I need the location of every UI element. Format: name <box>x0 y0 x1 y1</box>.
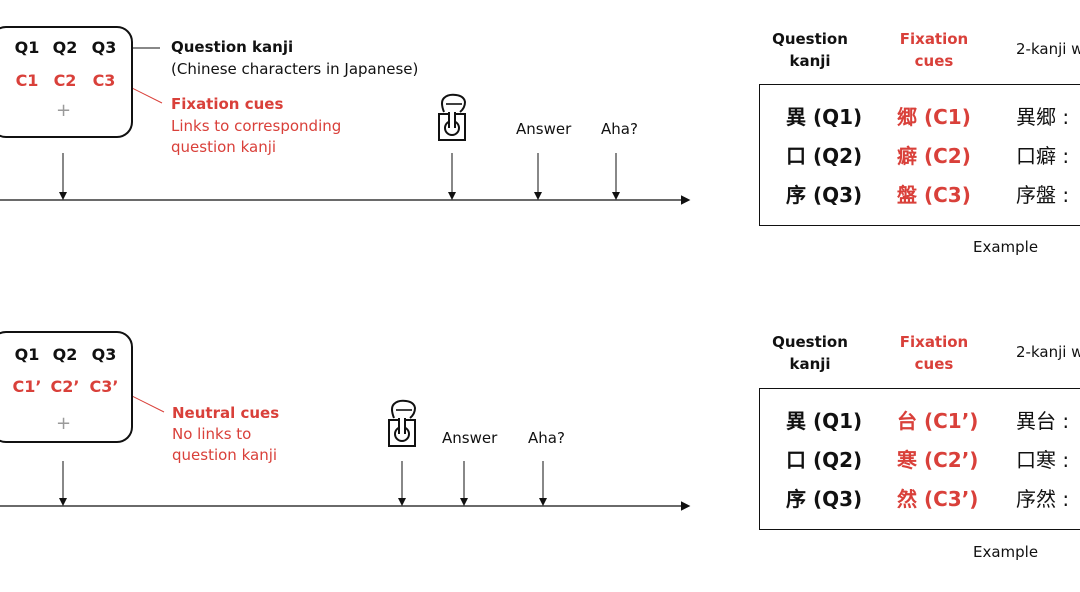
table-header-cues: Fixation cues <box>884 331 984 375</box>
table-header-cues-line2: cues <box>914 52 954 70</box>
table-row: 序 (Q3) 然 (C3’) 序然 : <box>760 483 1080 521</box>
table-cell-word: 異台 : <box>1016 409 1070 433</box>
hand-press-button-icon <box>388 399 417 447</box>
fixation-cross: + <box>56 100 72 121</box>
table-header-question-line2: kanji <box>789 355 831 373</box>
table-row: 序 (Q3) 盤 (C3) 序盤 : <box>760 179 1080 217</box>
table-header-question: Question kanji <box>760 28 860 72</box>
question-kanji-title: Question kanji <box>171 38 294 56</box>
table-caption: Example <box>973 543 1039 561</box>
table-cell-question: 口 (Q2) <box>786 448 863 472</box>
cue-label-c3-neutral: C3’ <box>89 377 119 396</box>
example-table: 異 (Q1) 郷 (C1) 異郷 : 口 (Q2) 癖 (C2) 口癖 : 序 … <box>759 84 1080 226</box>
cue-description-line1: No links to <box>172 425 252 443</box>
fixation-cross: + <box>56 413 72 434</box>
table-cell-word: 口癖 : <box>1016 144 1070 168</box>
question-label-q3: Q3 <box>91 345 117 364</box>
question-kanji-subtitle: (Chinese characters in Japanese) <box>171 60 419 78</box>
trial-panel-fixation-cues: Q1 Q2 Q3 C1 C2 C3 + Question kanji (Chin… <box>0 0 1080 289</box>
table-row: 異 (Q1) 郷 (C1) 異郷 : <box>760 101 1080 139</box>
table-cell-question: 異 (Q1) <box>786 409 863 433</box>
trial-panel-neutral-cues: Q1 Q2 Q3 C1’ C2’ C3’ + Neutral cues No l… <box>0 303 1080 592</box>
table-header-words: 2-kanji w <box>1016 343 1080 361</box>
event-label-answer: Answer <box>516 120 572 138</box>
question-label-q2: Q2 <box>52 38 78 57</box>
cue-title: Fixation cues <box>171 95 284 113</box>
table-caption: Example <box>973 238 1039 256</box>
table-row: 異 (Q1) 台 (C1’) 異台 : <box>760 405 1080 443</box>
question-label-q1: Q1 <box>14 38 40 57</box>
cue-label-c1: C1 <box>15 71 39 90</box>
table-header-question-line1: Question <box>772 30 848 48</box>
event-label-aha: Aha? <box>528 429 565 447</box>
cue-title: Neutral cues <box>172 404 280 422</box>
table-header-cues-line2: cues <box>914 355 954 373</box>
table-cell-word: 異郷 : <box>1016 105 1070 129</box>
cue-description-line2: question kanji <box>172 446 278 464</box>
table-cell-word: 口寒 : <box>1016 448 1070 472</box>
table-header-cues-line1: Fixation <box>899 30 969 48</box>
table-header-question: Question kanji <box>760 331 860 375</box>
table-row: 口 (Q2) 癖 (C2) 口癖 : <box>760 140 1080 178</box>
event-label-answer: Answer <box>442 429 498 447</box>
stimulus-screen <box>0 26 133 138</box>
cue-label-c1-neutral: C1’ <box>12 377 42 396</box>
table-header-question-line1: Question <box>772 333 848 351</box>
table-cell-cue: 寒 (C2’) <box>897 448 979 472</box>
table-header-words: 2-kanji w <box>1016 40 1080 58</box>
table-row: 口 (Q2) 寒 (C2’) 口寒 : <box>760 444 1080 482</box>
stimulus-screen <box>0 331 133 443</box>
table-cell-question: 序 (Q3) <box>786 183 863 207</box>
cue-description-line1: Links to corresponding <box>171 117 342 135</box>
event-label-aha: Aha? <box>601 120 638 138</box>
question-label-q2: Q2 <box>52 345 78 364</box>
table-cell-cue: 台 (C1’) <box>897 409 979 433</box>
table-cell-question: 口 (Q2) <box>786 144 863 168</box>
table-cell-cue: 然 (C3’) <box>897 487 979 511</box>
table-cell-cue: 癖 (C2) <box>897 144 971 168</box>
table-cell-question: 序 (Q3) <box>786 487 863 511</box>
question-label-q1: Q1 <box>14 345 40 364</box>
cue-label-c2-neutral: C2’ <box>50 377 80 396</box>
table-cell-word: 序盤 : <box>1016 183 1070 207</box>
cue-description-line2: question kanji <box>171 138 277 156</box>
table-header-cues: Fixation cues <box>884 28 984 72</box>
table-cell-word: 序然 : <box>1016 487 1070 511</box>
example-table: 異 (Q1) 台 (C1’) 異台 : 口 (Q2) 寒 (C2’) 口寒 : … <box>759 388 1080 530</box>
table-cell-cue: 郷 (C1) <box>897 105 971 129</box>
cue-label-c2: C2 <box>53 71 77 90</box>
table-cell-cue: 盤 (C3) <box>897 183 971 207</box>
hand-press-button-icon <box>438 93 467 141</box>
table-header-question-line2: kanji <box>789 52 831 70</box>
question-label-q3: Q3 <box>91 38 117 57</box>
cue-label-c3: C3 <box>92 71 116 90</box>
table-cell-question: 異 (Q1) <box>786 105 863 129</box>
table-header-cues-line1: Fixation <box>899 333 969 351</box>
